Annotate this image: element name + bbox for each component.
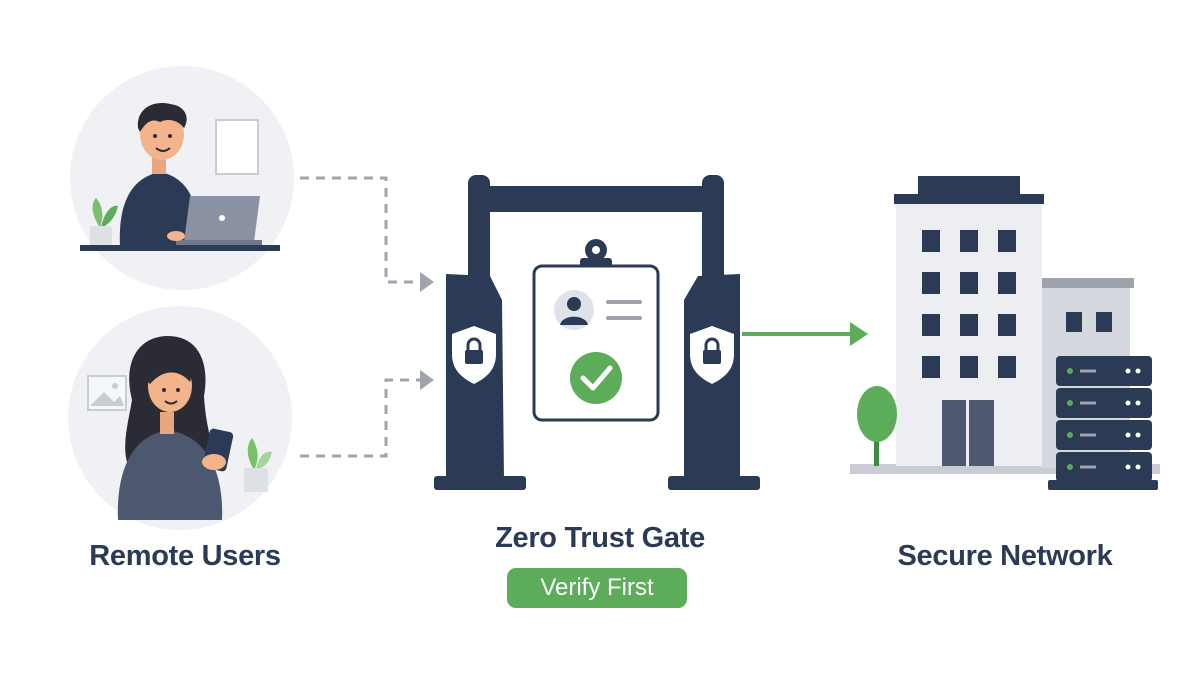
- arrowhead-1: [420, 272, 434, 292]
- tree-icon: [857, 386, 897, 466]
- server-rack-icon: [1048, 356, 1158, 490]
- arrowhead-2: [420, 370, 434, 390]
- laptop-icon: [176, 196, 262, 246]
- verify-first-badge: Verify First: [507, 568, 687, 608]
- access-arrow: [742, 322, 868, 346]
- gate: [434, 175, 760, 490]
- plant-icon: [90, 198, 118, 246]
- remote-user-laptop: [70, 66, 294, 290]
- secure-network-label: Secure Network: [897, 540, 1113, 572]
- checkmark-icon: [570, 352, 622, 404]
- id-card-icon: [532, 239, 660, 422]
- remote-users-label: Remote Users: [89, 540, 281, 572]
- shield-lock-icon: [452, 326, 496, 384]
- remote-user-phone: [68, 306, 292, 530]
- plant-icon: [244, 438, 272, 492]
- zero-trust-gate-label: Zero Trust Gate: [495, 522, 705, 554]
- shield-lock-icon: [690, 326, 734, 384]
- user-arrows: [300, 176, 420, 458]
